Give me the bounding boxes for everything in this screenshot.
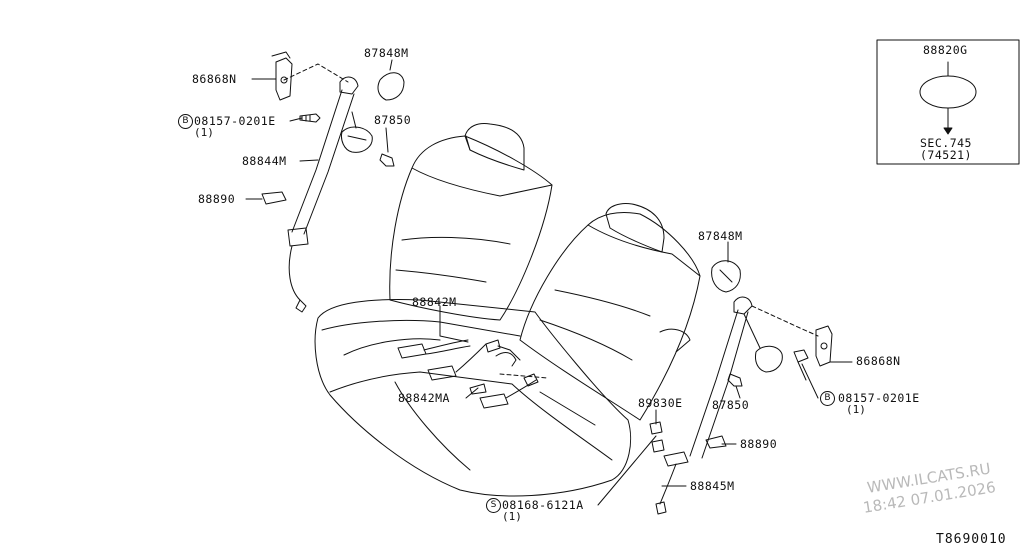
qty-08157-right: (1) [846,403,866,416]
label-88890-left[interactable]: 88890 [198,192,236,206]
label-87848m-left[interactable]: 87848M [364,46,409,60]
seat-cushion [314,299,632,497]
label-08157-right[interactable]: 08157-0201E [838,391,920,405]
label-88890-right[interactable]: 88890 [740,437,778,451]
qty-08157-left: (1) [194,126,214,139]
label-88844m[interactable]: 88844M [242,154,287,168]
inset-sec-ref-number: (74521) [920,148,972,162]
inset-box [876,39,1020,165]
label-88842m[interactable]: 88842M [412,295,457,309]
seatback-left [389,123,553,321]
label-88845m[interactable]: 88845M [690,479,735,493]
label-89830e[interactable]: 89830E [638,396,683,410]
label-86868n-right[interactable]: 86868N [856,354,901,368]
seatback-right [519,203,701,421]
label-86868n-left[interactable]: 86868N [192,72,237,86]
label-87850-right[interactable]: 87850 [712,398,750,412]
center-buckles [397,339,549,409]
diagram-code: T8690010 [936,532,1007,547]
inset-sec-ref[interactable]: SEC.745 [920,136,972,150]
bolt-b-symbol-left: B [178,114,193,129]
label-88842ma[interactable]: 88842MA [398,391,450,405]
leader-lines [245,59,853,506]
label-87848m-right[interactable]: 87848M [698,229,743,243]
label-08168[interactable]: 08168-6121A [502,498,584,512]
left-belt-assembly [261,51,405,313]
label-88820g[interactable]: 88820G [923,43,968,57]
screw-s-symbol: S [486,498,501,513]
right-belt-assembly [649,260,833,515]
bolt-b-symbol-right: B [820,391,835,406]
qty-08168: (1) [502,510,522,523]
label-87850-left[interactable]: 87850 [374,113,412,127]
label-08157-left[interactable]: 08157-0201E [194,114,276,128]
